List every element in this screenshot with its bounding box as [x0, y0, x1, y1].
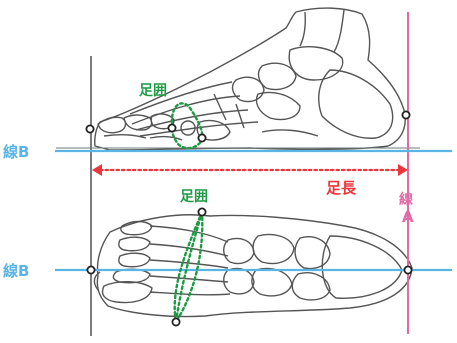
ball-point-lower [198, 134, 205, 141]
ball-point-upper [168, 124, 175, 131]
line-b-lower-label: 線B [3, 262, 29, 280]
toe-tip-point-side [86, 125, 93, 132]
foot-girth-label-top: 足囲 [180, 189, 208, 205]
girth-bottom-point [172, 318, 179, 325]
girth-top-point [198, 208, 205, 215]
foot-top-view [94, 215, 412, 317]
foot-girth-label-side: 足囲 [139, 83, 167, 99]
foot-length-arrow [92, 164, 408, 176]
toe-tip-point-top [87, 266, 94, 273]
line-a-label-char: 線 [399, 191, 413, 208]
measurement-points [86, 111, 411, 325]
foot-side-view [95, 8, 405, 150]
line-a-label-letter: A [402, 208, 414, 226]
heel-point-side [402, 111, 409, 118]
foot-length-label: 足長 [326, 179, 357, 197]
line-b-upper-label: 線B [3, 143, 29, 161]
heel-point-top [404, 266, 411, 273]
